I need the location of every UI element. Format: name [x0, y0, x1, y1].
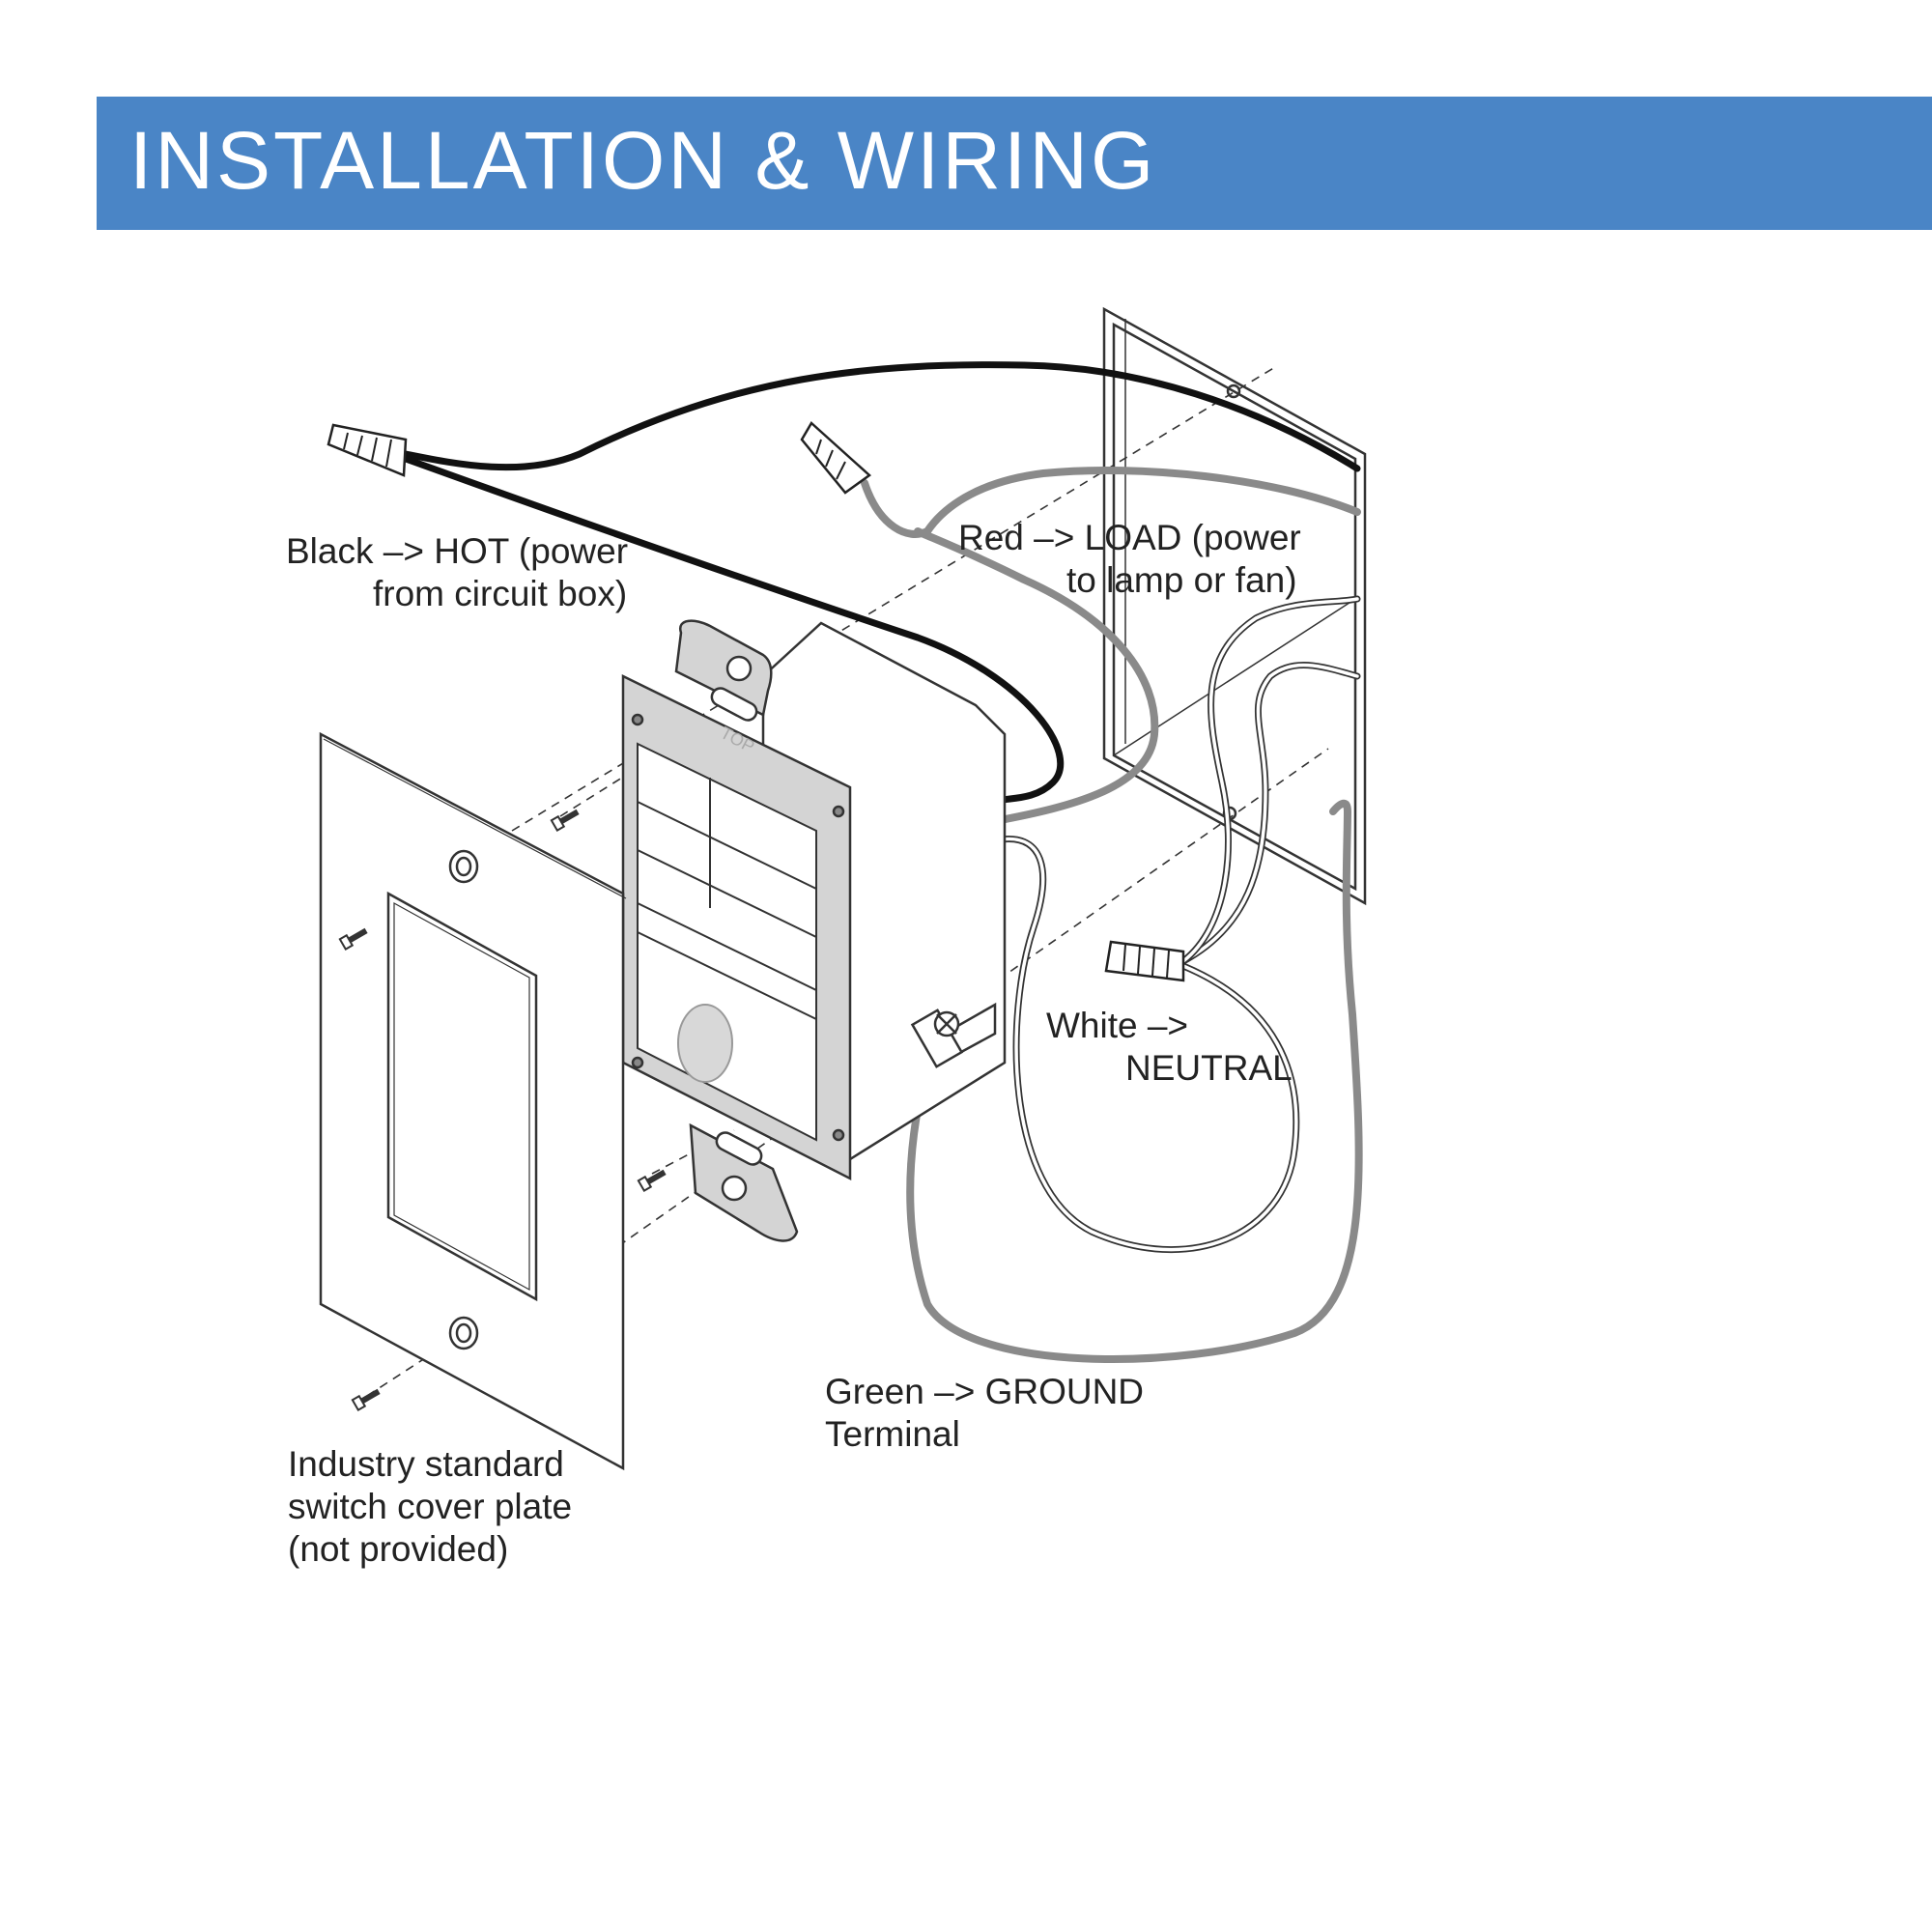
label-cover-plate-line3: (not provided)	[288, 1529, 509, 1569]
screw-icon	[637, 1169, 667, 1192]
header-bar: INSTALLATION & WIRING	[97, 97, 1932, 230]
black-hot-wire	[402, 361, 1361, 806]
label-green-ground-line1: Green –> GROUND	[825, 1372, 1145, 1411]
label-green-ground-line2: Terminal	[825, 1414, 960, 1454]
label-cover-plate-line2: switch cover plate	[288, 1487, 573, 1526]
label-black-hot-line1: Black –> HOT (power	[286, 531, 629, 571]
wire-nut-red	[800, 421, 871, 495]
screw-icon	[338, 927, 368, 951]
screws	[338, 809, 667, 1411]
page-title: INSTALLATION & WIRING	[129, 115, 1157, 206]
screw-icon	[550, 809, 580, 832]
red-load-wire	[861, 466, 1361, 825]
cover-plate	[319, 731, 627, 1471]
label-cover-plate-line1: Industry standard	[288, 1444, 564, 1484]
label-white-neutral-line1: White –>	[1046, 1006, 1189, 1045]
label-black-hot-line2: from circuit box)	[373, 574, 628, 613]
screw-icon	[351, 1388, 381, 1411]
white-neutral-wire	[991, 595, 1361, 1254]
switch-face	[637, 742, 817, 1142]
wall-box	[1102, 306, 1367, 906]
label-red-load: Red –> LOAD (power to lamp or fan)	[958, 517, 1301, 602]
wire-nut-white	[1104, 940, 1185, 982]
label-white-neutral: White –> NEUTRAL	[1046, 1005, 1293, 1090]
label-green-ground: Green –> GROUND Terminal	[825, 1371, 1144, 1456]
label-white-neutral-line2: NEUTRAL	[1125, 1048, 1293, 1088]
label-cover-plate: Industry standard switch cover plate (no…	[288, 1443, 572, 1571]
label-red-load-line2: to lamp or fan)	[1066, 560, 1297, 600]
wire-nut-black	[327, 423, 408, 477]
label-black-hot: Black –> HOT (power from circuit box)	[286, 530, 628, 615]
green-ground-wire	[906, 799, 1363, 1364]
label-red-load-line1: Red –> LOAD (power	[958, 518, 1301, 557]
